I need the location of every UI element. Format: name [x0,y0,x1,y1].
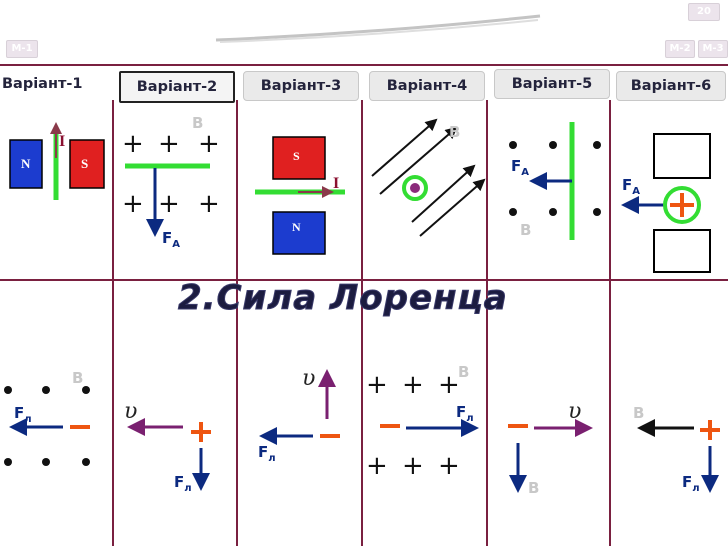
north-label: N [292,220,301,234]
field-dot [42,458,50,466]
field-dot [509,141,517,149]
force-label: FA [162,229,180,250]
field-dot [549,141,557,149]
magnet-bottom [653,229,711,273]
variant-6-lorentz: B Fл [633,404,726,494]
field-line [411,164,476,223]
field-label: B [520,221,531,239]
tab-variant-2[interactable]: Варіант-2 [119,71,235,103]
nav-button-m2[interactable]: М-2 [665,40,695,58]
tab-variant-3[interactable]: Варіант-3 [243,71,359,101]
field-dot [4,386,12,394]
force-label: Fл [682,473,700,494]
velocity-label: υ [568,399,581,424]
field-dot [593,208,601,216]
field-dot [42,386,50,394]
field-label: B [72,369,83,387]
plus-sign: + [402,370,424,400]
variant-2-lorentz: υ Fл [124,399,217,494]
plus-sign: + [366,451,388,481]
force-label: Fл [258,443,276,464]
plus-sign: + [366,370,388,400]
slide-number-badge[interactable]: 20 [688,3,720,21]
field-line [371,118,438,177]
tab-variant-6[interactable]: Варіант-6 [616,71,726,101]
plus-sign: + [158,189,180,219]
magnet-north [9,139,43,189]
section-title: 2.Сила Лоренца [178,278,508,319]
nav-button-m3[interactable]: М-3 [698,40,728,58]
magnet-north [272,211,326,255]
field-dot [509,208,517,216]
magnet-south [272,136,326,180]
field-label: B [449,123,460,141]
south-label: S [293,149,300,163]
current-toward-viewer-dot [410,183,420,193]
velocity-label: υ [124,399,137,424]
plus-sign: + [438,370,460,400]
force-label: FA [511,157,529,178]
current-label: I [59,133,65,150]
magnet-south [69,139,105,189]
nav-button-m1[interactable]: М-1 [6,40,38,58]
variant-1-lorentz: B Fл [4,369,97,466]
field-label: B [528,479,539,497]
field-line [379,126,458,195]
variant-5-diagram: FA B [509,122,601,240]
velocity-label: υ [302,366,315,391]
variant-2-diagram: + + + + + + B FA [122,114,220,250]
force-label: Fл [14,404,32,425]
north-label: N [21,156,31,171]
plus-sign: + [198,189,220,219]
variant-5-lorentz: υ B [502,399,593,497]
field-dot [82,458,90,466]
current-label: I [333,175,339,192]
variant-4-diagram: B [371,118,486,237]
field-line [419,178,486,237]
field-dot [82,386,90,394]
tab-variant-4[interactable]: Варіант-4 [369,71,485,101]
variant-1-diagram: N S I [9,122,105,200]
variant-3-diagram: S I N [255,136,345,255]
plus-sign: + [402,451,424,481]
variant-3-lorentz: υ Fл [258,366,346,464]
field-dot [549,208,557,216]
field-dot [4,458,12,466]
plus-sign: + [122,129,144,159]
plus-sign: + [122,189,144,219]
field-label: B [633,404,644,422]
table-grid [0,64,728,546]
force-label: FA [622,176,640,197]
plus-sign: + [198,129,220,159]
field-dot [593,141,601,149]
plus-sign: + [438,451,460,481]
variant-6-diagram: FA [621,133,711,273]
south-label: S [81,156,88,171]
field-label: B [458,363,469,381]
variant-4-lorentz: + + + + + + B Fл [366,363,479,481]
force-label: Fл [456,403,474,424]
tab-variant-1[interactable]: Варіант-1 [2,76,83,92]
field-label: B [192,114,203,132]
force-label: Fл [174,473,192,494]
magnet-top [653,133,711,179]
plus-sign: + [158,129,180,159]
tab-variant-5[interactable]: Варіант-5 [494,69,610,99]
